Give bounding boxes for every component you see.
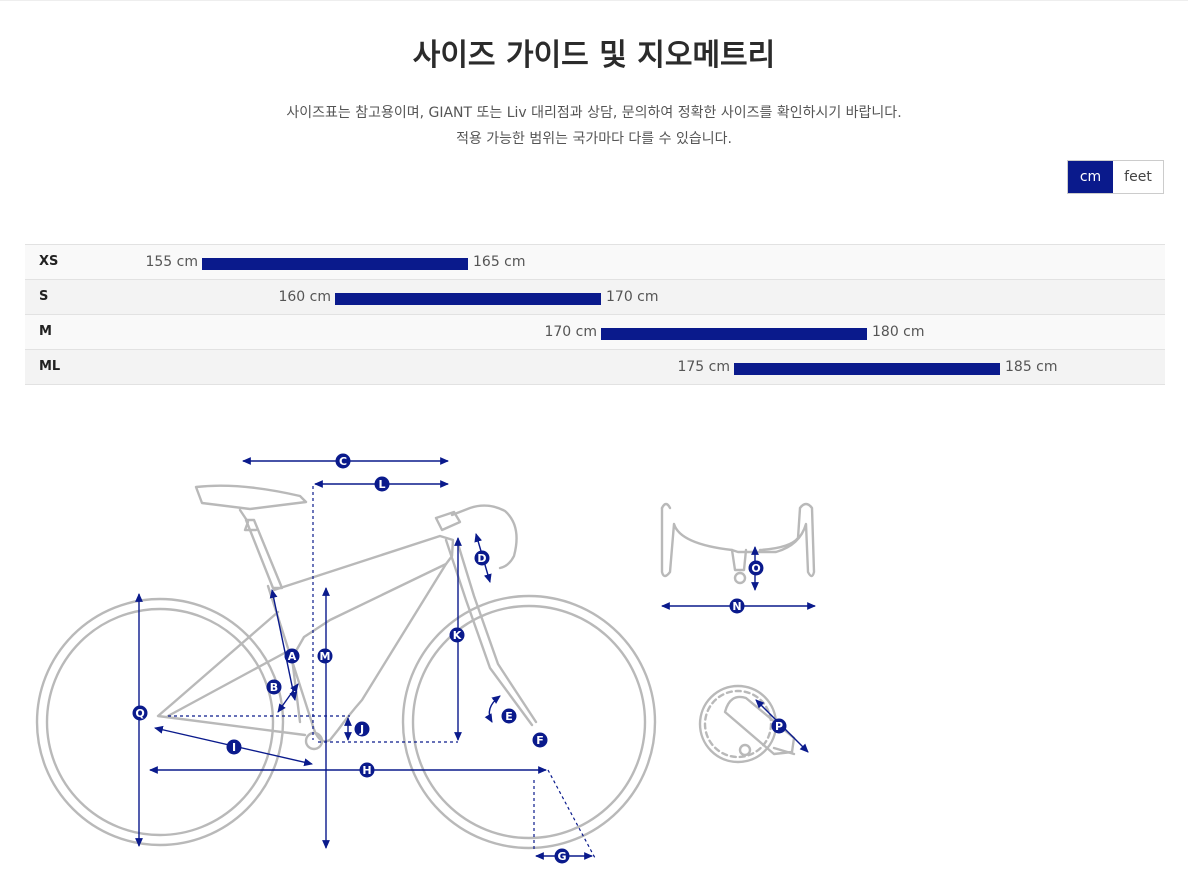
dim-label-b: B	[270, 681, 278, 694]
unit-feet-button[interactable]: feet	[1113, 161, 1163, 193]
description-line-2: 적용 가능한 범위는 국가마다 다를 수 있습니다.	[456, 131, 732, 147]
dimension-labels: C L D A M K B Q E J F I H G O N P	[132, 453, 787, 864]
dim-label-p: P	[775, 720, 783, 733]
dim-label-m: M	[320, 650, 331, 663]
dim-label-i: I	[232, 741, 236, 754]
range-bar	[202, 258, 468, 270]
unit-toggle: cm feet	[1067, 160, 1164, 194]
description-line-1: 사이즈표는 참고용이며, GIANT 또는 Liv 대리점과 상담, 문의하여 …	[286, 105, 902, 121]
size-row-xs: XS 155 cm 165 cm	[25, 245, 1165, 280]
range-bar	[734, 363, 1000, 375]
bike-frame-illustration	[35, 484, 816, 850]
size-label: M	[39, 324, 52, 339]
range-bar	[601, 328, 867, 340]
range-max-label: 165 cm	[473, 254, 526, 270]
size-label: S	[39, 289, 49, 304]
range-max-label: 185 cm	[1005, 359, 1058, 375]
size-row-ml: ML 175 cm 185 cm	[25, 350, 1165, 385]
range-max-label: 180 cm	[872, 324, 925, 340]
dim-label-d: D	[477, 552, 486, 565]
range-min-label: 160 cm	[278, 289, 331, 305]
top-divider	[0, 0, 1188, 1]
dim-label-l: L	[378, 478, 385, 491]
size-label: XS	[39, 254, 59, 269]
dim-label-g: G	[557, 850, 566, 863]
dim-label-e: E	[505, 710, 513, 723]
dim-label-k: K	[453, 629, 462, 642]
range-max-label: 170 cm	[606, 289, 659, 305]
range-bar	[335, 293, 601, 305]
range-min-label: 170 cm	[544, 324, 597, 340]
size-chart: XS 155 cm 165 cm S 160 cm 170 cm M 170 c…	[25, 244, 1165, 385]
unit-cm-button[interactable]: cm	[1068, 161, 1113, 193]
dim-label-o: O	[751, 562, 760, 575]
dim-label-n: N	[732, 600, 741, 613]
range-min-label: 175 cm	[677, 359, 730, 375]
dim-label-f: F	[536, 734, 544, 747]
dim-label-c: C	[339, 455, 347, 468]
dim-label-j: J	[359, 723, 364, 736]
dim-label-h: H	[362, 764, 371, 777]
dim-label-a: A	[288, 650, 297, 663]
size-row-m: M 170 cm 180 cm	[25, 315, 1165, 350]
size-row-s: S 160 cm 170 cm	[25, 280, 1165, 315]
size-label: ML	[39, 359, 61, 374]
range-min-label: 155 cm	[145, 254, 198, 270]
dim-label-q: Q	[135, 707, 144, 720]
page-title: 사이즈 가이드 및 지오메트리	[412, 38, 776, 73]
